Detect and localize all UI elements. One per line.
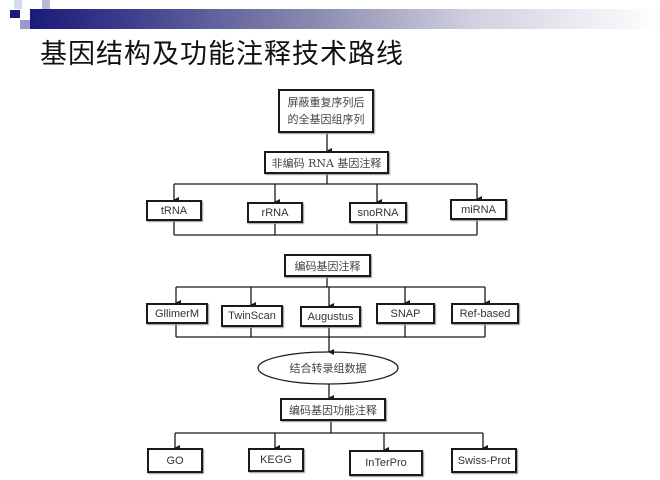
start-node-genome: 屏蔽重复序列后 的全基因组序列 — [278, 89, 374, 133]
rrna-node: rRNA — [247, 202, 303, 223]
glimmerm-node: GllimerM — [146, 303, 208, 324]
logo-square-light-1 — [14, 0, 22, 9]
refbased-node: Ref-based — [451, 303, 519, 324]
coding-gene-node: 编码基因注释 — [284, 254, 371, 277]
interpro-node: InTerPro — [349, 450, 423, 476]
start-node-line-2: 的全基因组序列 — [287, 113, 365, 126]
start-node-line-1: 屏蔽重复序列后 — [287, 96, 365, 109]
logo-square-light-2 — [42, 0, 50, 9]
twinscan-node: TwinScan — [221, 305, 283, 327]
slide-title: 基因结构及功能注释技术路线 — [40, 39, 404, 70]
kegg-node: KEGG — [248, 448, 304, 472]
transcriptome-ellipse — [257, 351, 399, 385]
header-gradient-bar — [30, 9, 660, 29]
noncoding-rna-node: 非编码 RNA 基因注释 — [264, 151, 389, 174]
transcriptome-label: 结合转录组数据 — [289, 362, 367, 375]
trna-node: tRNA — [146, 200, 202, 221]
function-annotation-node: 编码基因功能注释 — [280, 398, 386, 421]
snorna-node: snoRNA — [349, 202, 407, 223]
snap-node: SNAP — [376, 303, 435, 324]
go-node: GO — [147, 448, 203, 473]
logo-square-dark — [10, 10, 20, 18]
logo-square-low — [20, 20, 30, 29]
mirna-node: miRNA — [450, 199, 507, 220]
swissprot-node: Swiss-Prot — [451, 448, 517, 473]
augustus-node: Augustus — [300, 306, 361, 327]
